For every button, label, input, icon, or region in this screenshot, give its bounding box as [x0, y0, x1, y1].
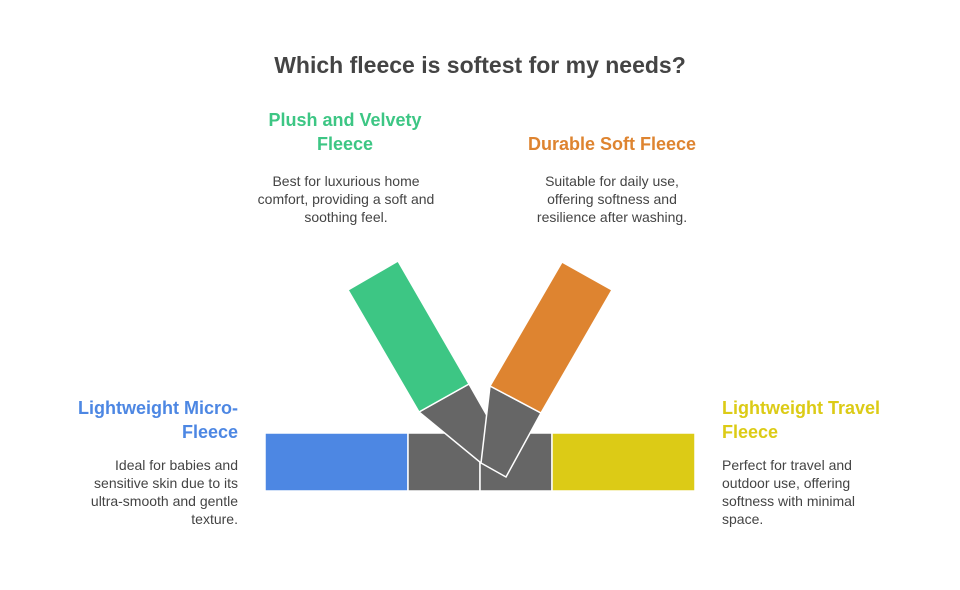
micro-heading: Lightweight Micro-Fleece [78, 398, 238, 442]
travel-description: Perfect for travel and outdoor use, offe… [722, 457, 856, 527]
durable-fleece-bar [488, 260, 614, 415]
micro-fleece-bar [264, 432, 409, 492]
plush-description: Best for luxurious home comfort, providi… [257, 173, 435, 225]
plush-heading: Plush and Velvety Fleece [268, 110, 422, 154]
micro-description: Ideal for babies and sensitive skin due … [90, 457, 238, 527]
page-title: Which fleece is softest for my needs? [274, 52, 686, 78]
travel-heading: Lightweight Travel Fleece [722, 398, 881, 442]
travel-fleece-bar [551, 432, 696, 492]
durable-description: Suitable for daily use, offering softnes… [536, 173, 688, 225]
plush-fleece-bar [346, 259, 471, 414]
durable-heading: Durable Soft Fleece [527, 134, 697, 154]
